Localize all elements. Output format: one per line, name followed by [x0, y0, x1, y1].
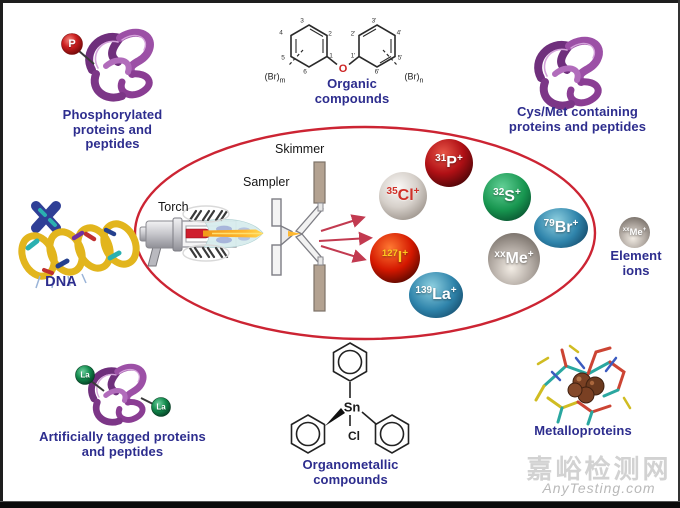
caption-phosphorylated-proteins: Phosphorylated proteins and peptides	[62, 107, 163, 152]
ion-beam-arrows	[318, 214, 373, 263]
watermark-chinese: 嘉峪检测网	[526, 454, 672, 484]
ring-position-label: 2'	[350, 30, 356, 38]
ring-position-label: 5'	[397, 54, 403, 62]
dna-illustration	[18, 201, 140, 289]
tin-atom-label: Sn	[343, 399, 361, 415]
caption-cysmet-proteins: Cys/Met containing proteins and peptides	[508, 104, 647, 134]
sampler-label: Sampler	[243, 175, 290, 189]
ion-mass: xx	[622, 226, 630, 233]
phospho-tag	[61, 33, 95, 65]
frame-edge-top	[0, 0, 680, 3]
frame-edge-bottom	[0, 501, 680, 508]
ring-position-label: 3'	[371, 17, 377, 25]
ion-symbol: La	[432, 286, 451, 303]
br-substituent-right: (Br)n	[405, 72, 424, 85]
br-base: (Br)	[264, 71, 280, 82]
ring-position-label: 6	[303, 68, 307, 76]
caption-tagged-proteins: Artificially tagged proteins and peptide…	[39, 429, 206, 459]
watermark-english: AnyTesting.com	[542, 480, 656, 496]
ion-charge: +	[514, 186, 521, 198]
phospho-protein-ribbon	[89, 33, 150, 98]
ion-mass: xx	[494, 248, 506, 260]
ion-symbol: Me	[629, 227, 643, 238]
ion-symbol: I	[397, 249, 403, 266]
torch-illustration	[139, 205, 264, 267]
ion-charge: +	[456, 152, 463, 164]
ion-charge: +	[413, 185, 420, 197]
ion-symbol: P	[446, 154, 457, 171]
ion-symbol: S	[504, 188, 515, 205]
br-sub: m	[279, 77, 286, 85]
tagged-protein-ribbon	[91, 367, 143, 422]
ion-charge: +	[450, 284, 457, 296]
ion-mass: 31	[435, 152, 447, 164]
caption-dna: DNA	[45, 274, 77, 290]
ring-position-label: 1	[329, 52, 333, 60]
br-sub: n	[419, 77, 424, 85]
ion-symbol: Br	[554, 219, 573, 236]
caption-organometallic: Organometallic compounds	[302, 457, 399, 487]
br-base: (Br)	[404, 71, 420, 82]
lanthanum-tags	[75, 365, 171, 417]
lanthanum-tag-label: La	[80, 370, 90, 380]
ion-symbol: Cl	[397, 187, 414, 204]
frame-edge-left	[0, 0, 3, 508]
ring-position-label: 3	[300, 17, 304, 25]
caption-element-ions: Element ions	[610, 248, 662, 278]
torch-label: Torch	[158, 200, 189, 214]
lanthanum-tag-label: La	[156, 402, 166, 412]
sampler-cone	[271, 198, 293, 276]
ion-mass: 127	[381, 247, 398, 259]
cysmet-protein-ribbon	[538, 41, 599, 106]
caption-metalloproteins: Metalloproteins	[534, 423, 632, 438]
organic-structure	[288, 24, 398, 68]
ring-position-label: 1'	[350, 52, 356, 60]
br-substituent-left: (Br)m	[265, 72, 286, 85]
metalloprotein-illustration	[534, 344, 632, 426]
ring-position-label: 4	[279, 29, 283, 37]
oxygen-atom-label: O	[338, 63, 348, 75]
caption-organic-compounds: Organic compounds	[314, 76, 390, 106]
phosphorus-tag-label: P	[68, 38, 76, 50]
ring-position-label: 5	[281, 54, 285, 62]
skimmer-label: Skimmer	[275, 142, 325, 156]
ion-charge: +	[402, 247, 409, 259]
ion-charge: +	[642, 226, 647, 233]
ring-position-label: 2	[328, 30, 332, 38]
ring-position-label: 4'	[396, 29, 402, 37]
ion-mass: 35	[386, 185, 398, 197]
organometallic-structure	[290, 342, 410, 454]
ring-position-label: 6'	[374, 68, 380, 76]
chlorine-atom-label: Cl	[348, 429, 360, 443]
ion-jet	[288, 231, 301, 237]
ion-mass: 32	[493, 186, 505, 198]
frame-edge-right	[678, 0, 680, 508]
ion-charge: +	[572, 217, 579, 229]
ion-mass: 79	[543, 217, 555, 229]
ion-charge: +	[527, 248, 534, 260]
ion-mass: 139	[415, 284, 433, 296]
skimmer-cone	[294, 161, 326, 312]
ion-symbol: Me	[505, 250, 528, 267]
